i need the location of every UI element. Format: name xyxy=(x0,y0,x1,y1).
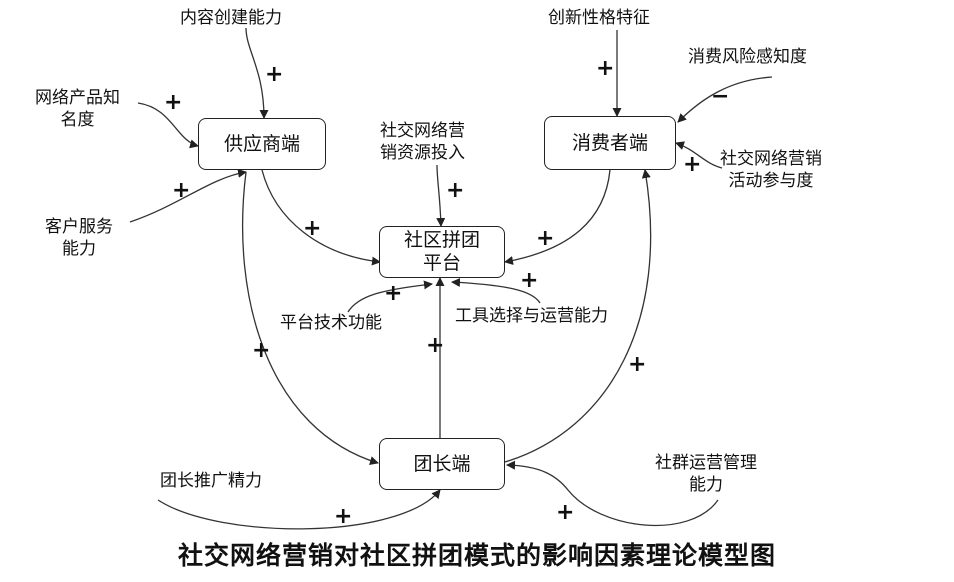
sign-customer-service: + xyxy=(172,178,191,203)
edge-supplier-to-platform xyxy=(261,169,381,266)
edge-investment-to-platform xyxy=(436,164,446,227)
factor-tech-function: 平台技术功能 xyxy=(280,313,382,333)
edge-awareness-to-supplier xyxy=(137,102,199,149)
sign-activity-participation: + xyxy=(683,152,702,177)
sign-supplier-platform: + xyxy=(303,216,322,241)
edge-consumer-to-platform xyxy=(504,169,611,265)
sign-innovation: + xyxy=(596,56,615,81)
factor-tool-operation: 工具选择与运营能力 xyxy=(455,306,608,326)
figure-caption: 社交网络营销对社区拼团模式的影响因素理论模型图 xyxy=(177,541,776,570)
edge-community-to-leader xyxy=(506,460,719,527)
edge-tech-to-platform xyxy=(347,280,433,313)
node-leader: 团长端 xyxy=(379,438,505,490)
edge-promotion-to-leader xyxy=(157,489,441,530)
sign-leader-consumer: + xyxy=(628,352,647,377)
edge-content-to-supplier xyxy=(245,27,269,119)
factor-community-management: 社群运营管理 能力 xyxy=(655,453,757,495)
factor-risk-perception: 消费风险感知度 xyxy=(688,47,807,67)
sign-content-creation: + xyxy=(265,62,284,87)
edge-risk-to-consumer xyxy=(677,76,773,123)
node-consumer: 消费者端 xyxy=(544,116,676,170)
factor-promotion-effort: 团长推广精力 xyxy=(160,471,262,491)
factor-content-creation: 内容创建能力 xyxy=(180,8,282,28)
sign-leader-platform: + xyxy=(426,333,445,358)
sign-supplier-leader: + xyxy=(252,338,271,363)
sign-risk-perception: − xyxy=(711,84,730,109)
factor-marketing-investment: 社交网络营 销资源投入 xyxy=(380,121,465,163)
edge-supplier-to-leader xyxy=(241,171,379,465)
factor-product-awareness: 网络产品知 名度 xyxy=(35,88,120,130)
edge-leader-to-consumer xyxy=(504,169,652,463)
factor-innovative-personality: 创新性格特征 xyxy=(548,8,650,28)
sign-product-awareness: + xyxy=(164,90,183,115)
edge-service-to-supplier xyxy=(129,168,247,223)
node-supplier: 供应商端 xyxy=(198,118,326,170)
factor-activity-participation: 社交网络营销 活动参与度 xyxy=(720,149,822,191)
factor-customer-service: 客户服务 能力 xyxy=(45,217,113,259)
sign-tech-function: + xyxy=(384,281,403,306)
edge-tool-to-platform xyxy=(451,277,541,304)
node-platform: 社区拼团 平台 xyxy=(379,226,505,278)
sign-tool-operation: + xyxy=(520,268,539,293)
sign-promotion-effort: + xyxy=(334,504,353,529)
sign-community-management: + xyxy=(556,500,575,525)
sign-marketing-investment: + xyxy=(446,178,465,203)
sign-consumer-platform: + xyxy=(536,226,555,251)
edge-participation-to-consumer xyxy=(675,141,723,169)
